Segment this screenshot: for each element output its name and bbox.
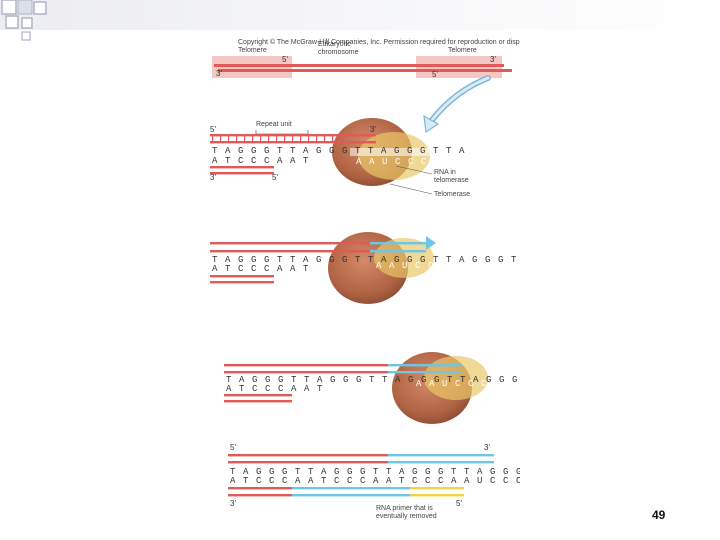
prime-label: 3': [484, 443, 490, 452]
step3-bottom-sequence: A T C C C A A T: [226, 384, 324, 394]
telomere-left-label: Telomere: [238, 47, 267, 54]
prime-label: 5': [230, 443, 236, 452]
repeat-unit-label: Repeat unit: [256, 121, 292, 128]
step4-bottom-sequence: A T C C C A A T C C C A A T C C C A A U …: [230, 476, 520, 486]
step2-bottom-sequence: A T C C C A A T: [212, 264, 310, 274]
step1-top-sequence: T A G G G T T A G G G T T A G G G T T A: [212, 146, 466, 156]
step-4: 5' 3' T A G G G T T A G G G T T A G G G …: [228, 443, 520, 520]
rna-in-telomerase-label: telomerase: [434, 177, 469, 184]
telomere-right-label: Telomere: [448, 47, 477, 54]
step1-rna-sequence: A A U C C C A A U: [356, 157, 467, 167]
eukaryotic-label: Eukaryotic: [318, 41, 351, 48]
prime-label: 3': [370, 125, 376, 134]
chromosome-label: chromosome: [318, 49, 359, 56]
step3-top-sequence: T A G G G T T A G G G T T A G G G T T A …: [226, 375, 520, 385]
chromosome-panel: Telomere Eukaryotic chromosome Telomere …: [212, 41, 512, 79]
copyright-text: Copyright © The McGraw-Hill Companies, I…: [238, 38, 520, 46]
prime-label: 5': [432, 70, 438, 79]
telomerase-label: Telomerase: [434, 191, 470, 198]
step-2: T A G G G T T A G G G T T A G G G T T A …: [210, 232, 518, 304]
step2-top-sequence: T A G G G T T A G G G T T A G G G T T A …: [212, 255, 518, 265]
step1-bottom-sequence: A T C C C A A T: [212, 156, 310, 166]
telomerase-diagram: Copyright © The McGraw-Hill Companies, I…: [210, 38, 520, 520]
rna-in-telomerase-label: RNA in: [434, 169, 456, 176]
prime-label: 5': [456, 499, 462, 508]
step-3: T A G G G T T A G G G T T A G G G T T A …: [224, 352, 520, 424]
step-1: Repeat unit T A G G G T T A G G G T T A …: [210, 118, 470, 198]
curved-arrow: [423, 75, 491, 134]
prime-label: 3': [230, 499, 236, 508]
step3-rna-sequence: A A U C C C A A U: [416, 379, 520, 389]
prime-label: 3': [216, 69, 222, 78]
prime-label: 5': [272, 173, 278, 182]
rna-primer-label: eventually removed: [376, 513, 437, 520]
rna-primer-label: RNA primer that is: [376, 505, 433, 512]
prime-label: 5': [210, 125, 216, 134]
prime-label: 5': [282, 55, 288, 64]
step4-top-sequence: T A G G G T T A G G G T T A G G G T T A …: [230, 467, 520, 477]
corner-decoration: [0, 0, 720, 41]
page-number: 49: [652, 508, 666, 522]
prime-label: 3': [210, 173, 216, 182]
prime-label: 3': [490, 55, 496, 64]
step2-rna-sequence: A A U C C C A A U: [376, 261, 487, 271]
